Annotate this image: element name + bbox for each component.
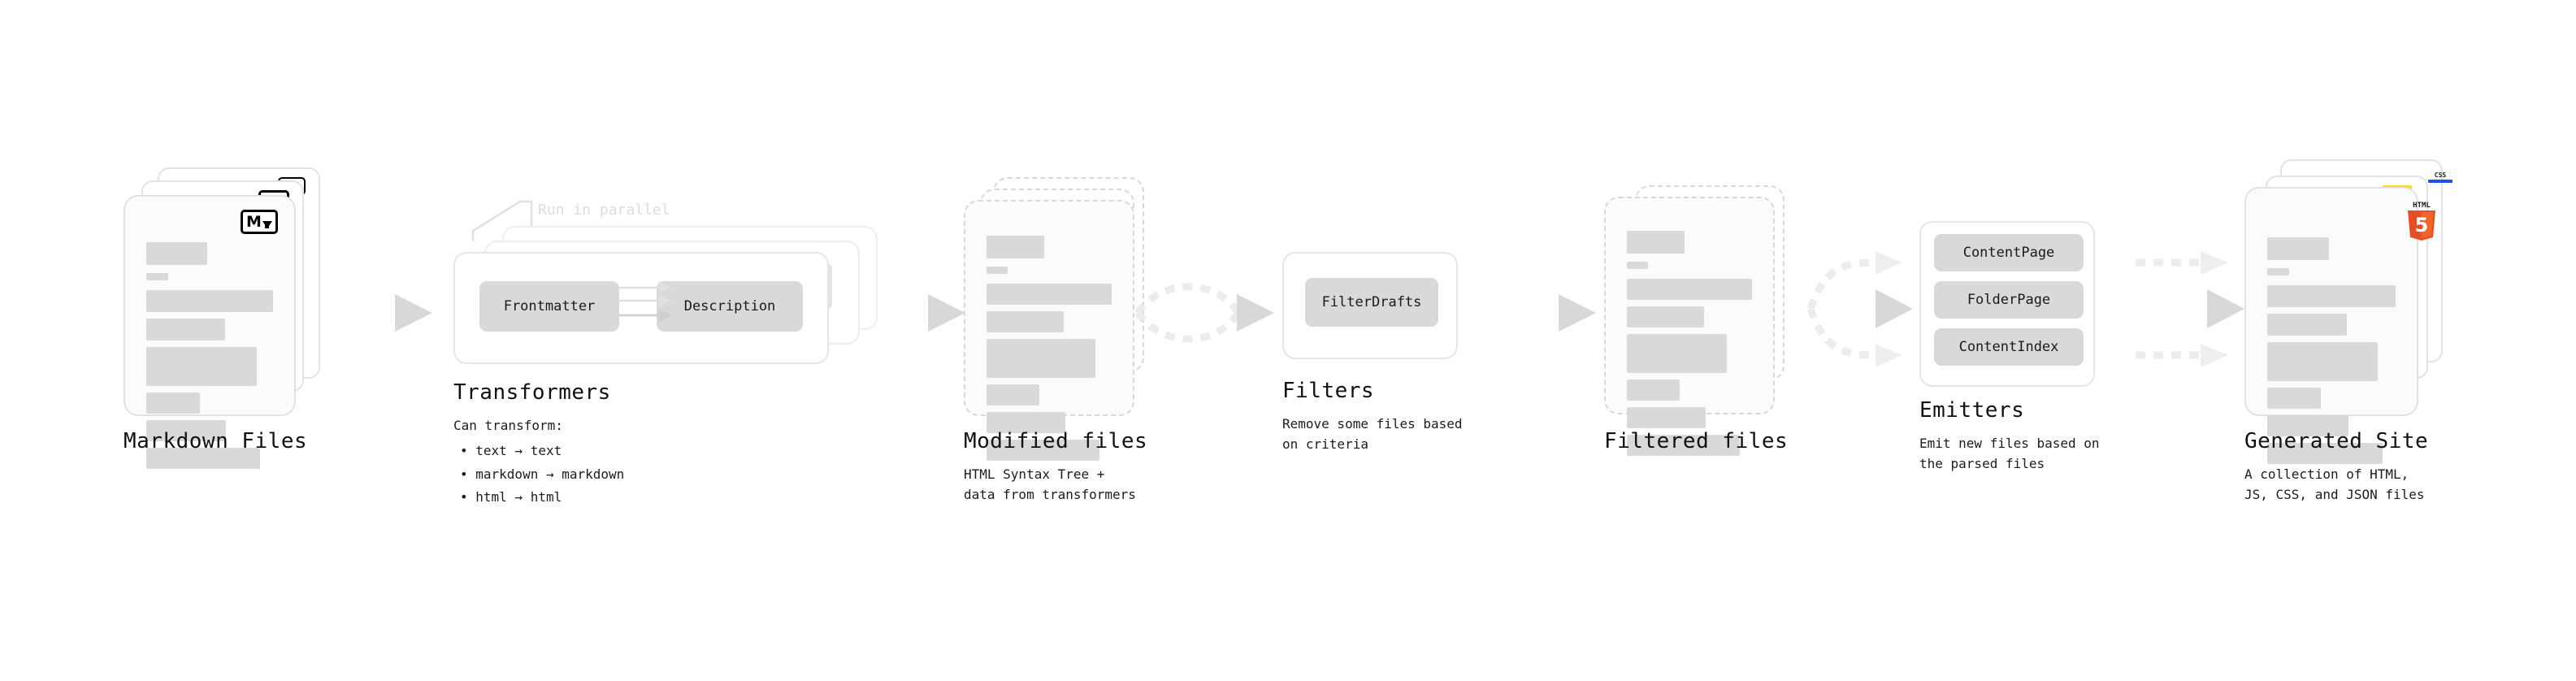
transformers-caption-item-1: • markdown → markdown <box>460 466 625 482</box>
placeholder-bar <box>2267 342 2378 381</box>
filtered-card-content <box>1627 231 1752 456</box>
placeholder-bar <box>146 273 168 280</box>
run-in-parallel-label: Run in parallel <box>538 202 670 219</box>
placeholder-bar <box>1627 407 1706 428</box>
filter-pill-filterdrafts[interactable]: FilterDrafts <box>1305 278 1438 327</box>
arrow-markdown-to-transformers <box>309 294 432 332</box>
emitter-pill-folderpage[interactable]: FolderPage <box>1934 281 2084 319</box>
arrow-filters-to-filtered <box>1474 294 1596 332</box>
run-in-parallel-leader <box>471 200 533 241</box>
filtered-files-label-group: Filtered files <box>1604 429 1788 453</box>
placeholder-bar <box>2267 314 2347 336</box>
placeholder-bar <box>2267 443 2383 464</box>
placeholder-bar <box>2267 285 2396 307</box>
placeholder-bar <box>987 412 1066 433</box>
transformer-pill-description[interactable]: Description <box>657 281 803 332</box>
arrow-modified-to-filters <box>1134 283 1274 343</box>
filters-title: Filters <box>1282 379 1375 403</box>
site-card-front: HTML 5 <box>2244 187 2435 464</box>
placeholder-bar <box>1627 334 1728 373</box>
markdown-files-title: Markdown Files <box>124 429 308 453</box>
placeholder-bar <box>1627 380 1680 401</box>
modified-files-caption: HTML Syntax Tree + data from transformer… <box>964 466 1136 502</box>
placeholder-bar <box>987 267 1008 274</box>
emitter-pill-contentindex[interactable]: ContentIndex <box>1934 328 2084 366</box>
transformer-inner-arrows <box>619 280 672 323</box>
placeholder-bar <box>146 347 257 386</box>
markdown-icon: M <box>241 210 278 234</box>
generated-site-title: Generated Site <box>2244 429 2429 453</box>
placeholder-bar <box>1627 306 1705 327</box>
transformers-caption-item-2: • html → html <box>460 489 562 505</box>
placeholder-bar <box>987 284 1112 305</box>
transformer-pill-frontmatter[interactable]: Frontmatter <box>479 281 619 332</box>
placeholder-bar <box>1627 279 1752 300</box>
placeholder-bar <box>146 420 227 441</box>
markdown-files-label-group: Markdown Files <box>124 429 307 453</box>
placeholder-bar <box>2267 268 2289 275</box>
placeholder-bar <box>2267 415 2348 436</box>
arrow-emitters-to-site <box>2110 251 2244 367</box>
transformers-label-group: Transformers Can transform: • text → tex… <box>453 380 624 508</box>
placeholder-bar <box>1627 231 1685 254</box>
modified-files-title: Modified files <box>964 429 1148 453</box>
filtered-card-front <box>1604 197 1775 456</box>
arrow-filtered-to-emitters <box>1775 251 1913 367</box>
filters-caption: Remove some files based on criteria <box>1282 416 1463 452</box>
placeholder-bar <box>146 242 207 265</box>
placeholder-bar <box>987 236 1044 258</box>
svg-text:CSS: CSS <box>2435 171 2447 179</box>
svg-text:HTML: HTML <box>2413 202 2431 210</box>
markdown-card-content <box>146 242 273 469</box>
placeholder-bar <box>1627 435 1740 456</box>
generated-site-caption: A collection of HTML, JS, CSS, and JSON … <box>2244 466 2425 502</box>
emitters-box: ContentPage FolderPage ContentIndex <box>1919 221 2095 387</box>
site-card-content <box>2267 237 2396 464</box>
placeholder-bar <box>1627 262 1649 269</box>
generated-site-label-group: Generated Site A collection of HTML, JS,… <box>2244 429 2428 505</box>
placeholder-bar <box>987 384 1039 406</box>
filters-label-group: Filters Remove some files based on crite… <box>1282 379 1463 455</box>
transformers-caption-intro: Can transform: <box>453 418 563 433</box>
modified-files-label-group: Modified files HTML Syntax Tree + data f… <box>964 429 1147 505</box>
emitters-caption: Emit new files based on the parsed files <box>1919 436 2100 471</box>
placeholder-bar <box>2267 388 2322 409</box>
emitter-pill-contentpage[interactable]: ContentPage <box>1934 234 2084 271</box>
filtered-files-title: Filtered files <box>1604 429 1789 453</box>
arrow-transformers-to-modified <box>842 294 965 332</box>
transformers-caption-item-0: • text → text <box>460 442 562 458</box>
modified-card-content <box>987 236 1112 461</box>
placeholder-bar <box>146 290 273 312</box>
placeholder-bar <box>987 311 1065 332</box>
svg-text:5: 5 <box>2415 214 2429 236</box>
placeholder-bar <box>987 440 1099 461</box>
placeholder-bar <box>987 339 1095 378</box>
emitters-title: Emitters <box>1919 398 2025 423</box>
transformer-box-front: Frontmatter Description <box>453 252 829 364</box>
modified-card-front <box>964 200 1134 461</box>
placeholder-bar <box>146 393 200 414</box>
emitters-label-group: Emitters Emit new files based on the par… <box>1919 398 2100 475</box>
placeholder-bar <box>2267 237 2329 260</box>
markdown-card-front: M <box>124 195 296 469</box>
filters-box: FilterDrafts <box>1282 252 1458 359</box>
placeholder-bar <box>146 448 261 469</box>
transformers-title: Transformers <box>453 380 611 405</box>
placeholder-bar <box>146 319 225 340</box>
